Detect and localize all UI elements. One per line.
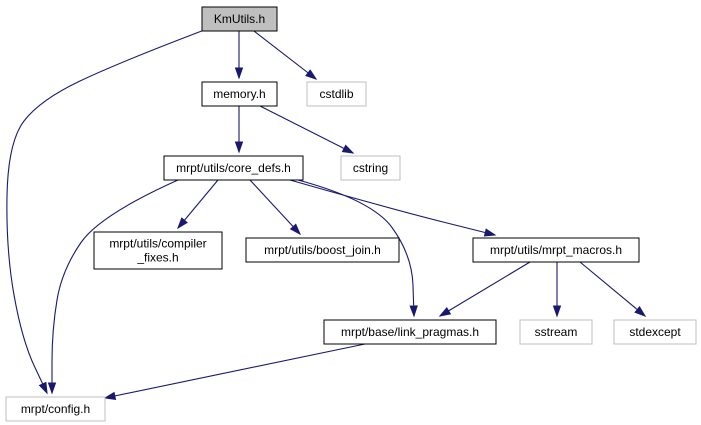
edge-line	[259, 105, 354, 154]
edge-kmutils-to-cstdlib	[253, 30, 318, 80]
arrow-head-icon	[177, 217, 188, 230]
node-kmutils-h[interactable]: KmUtils.h	[201, 6, 278, 32]
node-boost-join-h[interactable]: mrpt/utils/boost_join.h	[245, 237, 400, 263]
node-mrpt-macros-h[interactable]: mrpt/utils/mrpt_macros.h	[472, 237, 640, 263]
node-label: mrpt/utils/boost_join.h	[264, 243, 381, 257]
edge-line	[579, 261, 646, 317]
node-memory-h[interactable]: memory.h	[201, 81, 278, 107]
node-label: cstdlib	[319, 87, 353, 101]
edge-line	[104, 343, 366, 399]
edges-layer	[6, 28, 647, 400]
node-label: KmUtils.h	[214, 12, 265, 26]
node-box	[472, 237, 640, 263]
node-label: mrpt/utils/core_defs.h	[176, 161, 291, 175]
node-box	[5, 396, 106, 422]
edge-line	[253, 30, 317, 80]
node-label: mrpt/base/link_pragmas.h	[341, 325, 479, 339]
node-box	[323, 319, 497, 345]
arrow-head-icon	[409, 305, 418, 318]
node-box	[93, 231, 223, 270]
node-box	[306, 81, 367, 107]
node-cstdlib: cstdlib	[306, 81, 367, 107]
arrow-head-icon	[38, 381, 48, 395]
arrow-head-icon	[103, 391, 117, 400]
node-box	[519, 319, 593, 345]
edge-link_pragmas-to-config	[103, 343, 366, 400]
node-label: mrpt/utils/mrpt_macros.h	[490, 243, 622, 257]
node-cstring: cstring	[340, 155, 401, 181]
edge-memory-to-cstring	[259, 105, 355, 154]
node-label: mrpt/config.h	[21, 402, 90, 416]
node-link-pragmas-h[interactable]: mrpt/base/link_pragmas.h	[323, 319, 497, 345]
edge-line	[289, 179, 496, 236]
node-label: sstream	[535, 325, 578, 339]
node-sstream: sstream	[519, 319, 593, 345]
arrow-head-icon	[341, 144, 355, 154]
edge-mrpt_macros-to-link_pragmas	[438, 261, 531, 317]
arrow-head-icon	[305, 69, 318, 80]
arrow-head-icon	[438, 306, 452, 317]
node-label: _fixes.h	[136, 251, 178, 265]
arrow-head-icon	[483, 228, 497, 237]
node-box	[163, 155, 304, 181]
arrow-head-icon	[552, 305, 562, 318]
nodes-layer: KmUtils.h memory.h cstdlib mrpt/utils/core_…	[5, 6, 697, 422]
edge-core_defs-to-link_pragmas	[297, 179, 418, 318]
node-compiler-fixes-h[interactable]: mrpt/utils/compiler_fixes.h	[93, 231, 223, 270]
node-label: cstring	[353, 161, 388, 175]
edge-core_defs-to-compiler_fixes	[177, 179, 219, 230]
node-label: stdexcept	[629, 325, 681, 339]
edge-kmutils-to-config	[6, 28, 208, 395]
edge-line	[439, 261, 531, 317]
edge-mrpt_macros-to-stdexcept	[579, 261, 647, 317]
node-box	[201, 6, 278, 32]
node-box	[245, 237, 400, 263]
node-stdexcept: stdexcept	[613, 319, 697, 345]
arrow-head-icon	[634, 306, 647, 317]
edge-line	[297, 179, 415, 317]
edge-line	[51, 179, 179, 393]
edge-memory-to-core_defs	[234, 106, 244, 154]
arrow-head-icon	[234, 141, 244, 154]
node-label: mrpt/utils/compiler	[109, 237, 206, 251]
node-label: memory.h	[213, 87, 265, 101]
node-config-h: mrpt/config.h	[5, 396, 106, 422]
node-box	[340, 155, 401, 181]
edge-core_defs-to-boost_join	[249, 179, 302, 236]
arrow-head-icon	[289, 223, 302, 236]
node-core-defs-h[interactable]: mrpt/utils/core_defs.h	[163, 155, 304, 181]
arrow-head-icon	[47, 382, 57, 395]
edge-mrpt_macros-to-sstream	[552, 262, 562, 318]
arrow-head-icon	[234, 67, 244, 80]
edge-core_defs-to-config	[47, 179, 179, 395]
node-box	[201, 81, 278, 107]
edge-kmutils-to-memory	[234, 31, 244, 80]
edge-core_defs-to-mrpt_macros	[289, 179, 497, 237]
edge-line	[249, 179, 301, 235]
edge-line	[6, 28, 208, 394]
node-box	[613, 319, 697, 345]
